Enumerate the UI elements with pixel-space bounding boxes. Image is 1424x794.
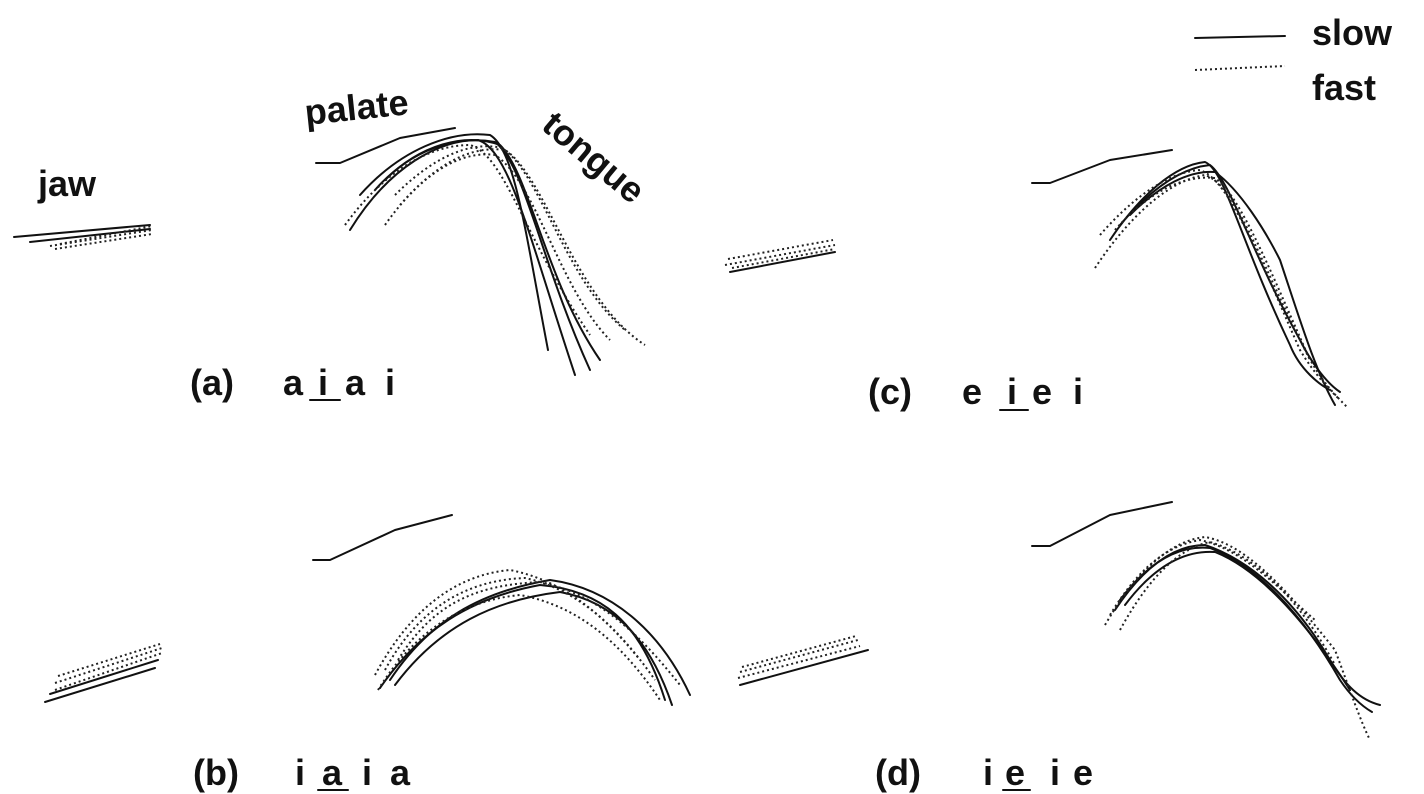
svg-text:e: e <box>1073 752 1093 793</box>
legend-slow-line <box>1195 36 1285 38</box>
jaw-traces-b <box>45 644 162 702</box>
panel-b-tag: (b) <box>193 752 239 793</box>
panel-b-sequence: i a i a <box>295 752 411 793</box>
tongue-traces-c <box>1095 162 1348 408</box>
panel-a: jaw palate tongue (a) a i <box>14 81 653 403</box>
legend-slow-label: slow <box>1312 12 1393 53</box>
legend-fast-label: fast <box>1312 67 1376 108</box>
svg-text:i: i <box>362 752 372 793</box>
svg-text:a: a <box>345 362 366 403</box>
svg-text:i: i <box>1073 371 1083 412</box>
svg-text:i: i <box>1050 752 1060 793</box>
panel-d-tag: (d) <box>875 752 921 793</box>
panel-b: (b) i a i a <box>45 515 690 793</box>
svg-text:i: i <box>318 362 328 403</box>
svg-text:e: e <box>962 371 982 412</box>
jaw-traces-d <box>738 636 868 685</box>
panel-a-sequence: a i a i <box>283 362 395 403</box>
tongue-label: tongue <box>535 103 653 212</box>
panel-c-sequence: e i e i <box>962 371 1083 412</box>
palate-trace-d <box>1032 502 1172 546</box>
tongue-traces-d <box>1105 537 1380 740</box>
svg-text:i: i <box>1007 371 1017 412</box>
panel-d-sequence: i e i e <box>983 752 1093 793</box>
tongue-traces-b <box>375 570 690 705</box>
jaw-traces-c <box>725 240 835 272</box>
svg-text:e: e <box>1005 752 1025 793</box>
jaw-traces-a <box>14 225 152 249</box>
svg-text:a: a <box>283 362 304 403</box>
svg-text:i: i <box>385 362 395 403</box>
panel-c: (c) e i e i <box>725 150 1348 412</box>
palate-trace-b <box>313 515 452 560</box>
legend: slow fast <box>1195 12 1393 108</box>
svg-text:a: a <box>322 752 343 793</box>
palate-trace-c <box>1032 150 1172 183</box>
panel-c-tag: (c) <box>868 371 912 412</box>
svg-text:a: a <box>390 752 411 793</box>
palate-trace-a <box>316 128 455 163</box>
jaw-label: jaw <box>37 163 97 204</box>
svg-text:e: e <box>1032 371 1052 412</box>
palate-label: palate <box>303 81 411 133</box>
legend-fast-line <box>1195 66 1285 70</box>
svg-text:i: i <box>983 752 993 793</box>
panel-d: (d) i e i e <box>738 502 1380 793</box>
svg-text:i: i <box>295 752 305 793</box>
panel-a-tag: (a) <box>190 362 234 403</box>
